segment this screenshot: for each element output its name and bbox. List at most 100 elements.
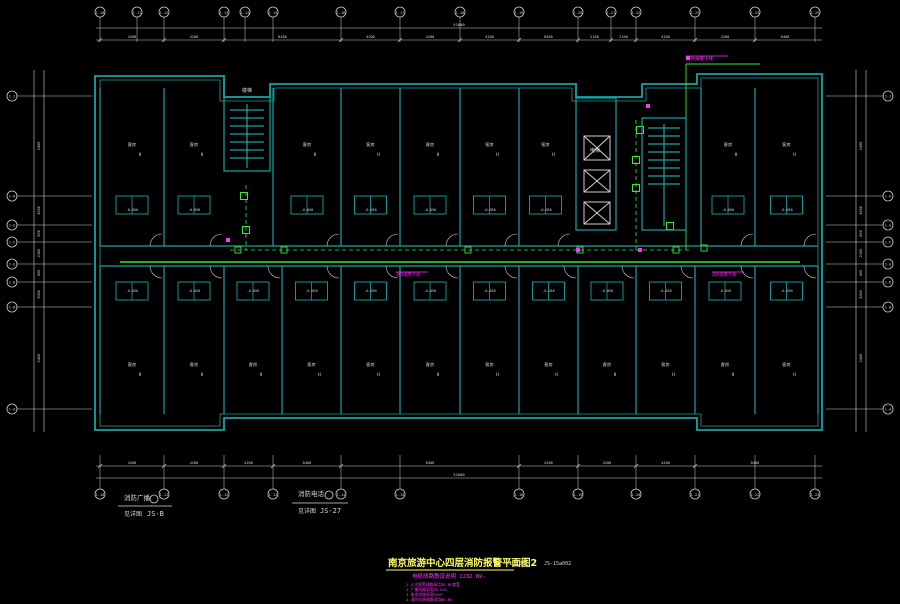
floor-elev-top: -0.050 xyxy=(780,208,792,212)
dim-right-seg: 3000 xyxy=(859,206,863,215)
door-swing-bottom xyxy=(445,265,459,279)
room-label-bottom: 客房 xyxy=(544,361,552,368)
axis-label-top: 1-12 xyxy=(160,11,169,15)
alarm-marker xyxy=(226,238,230,242)
dim-bottom-seg: 4200 xyxy=(190,461,199,465)
floor-elev-top: -0.050 xyxy=(539,208,551,212)
floor-elev-bottom: -0.050 xyxy=(305,289,317,293)
axis-label-bottom: 1-13 xyxy=(269,493,278,497)
core-left-stair xyxy=(223,96,271,172)
dim-right-seg: 2100 xyxy=(859,249,863,258)
dim-left-seg: 3000 xyxy=(37,290,41,299)
room-label-top: 客房 xyxy=(782,141,790,148)
fire-module xyxy=(632,156,640,164)
section-ref-left-code: JS-B xyxy=(147,510,164,518)
fire-module xyxy=(632,184,640,192)
dim-top-seg: 2100 xyxy=(590,35,599,39)
floor-elev-top: -0.050 xyxy=(722,208,734,212)
detector-tag-bottom: H xyxy=(793,372,796,377)
floor-elev-bottom: -0.050 xyxy=(364,289,376,293)
dim-top-seg: 8400 xyxy=(781,35,790,39)
drawing-note-4: 4.消防电源线路采用NH-BV xyxy=(406,597,453,602)
section-ref-left-note: 见详图 xyxy=(124,510,142,518)
door-swing-bottom xyxy=(267,265,281,279)
room-label-top: 客房 xyxy=(190,141,198,148)
axis-label-top: 1-22 xyxy=(632,11,641,15)
drawing-note-2: 2.广播线路采用ZR-RVS xyxy=(406,587,448,592)
door-swing-bottom xyxy=(385,265,399,279)
floor-elev-top: -0.050 xyxy=(483,208,495,212)
dim-top-seg: 4200 xyxy=(485,35,494,39)
detector-tag-top: H xyxy=(314,152,317,157)
axis-label-top: 1-13 xyxy=(220,11,229,15)
alarm-marker xyxy=(646,104,650,108)
drawing-note-3: 3.电话线路采用RVVP xyxy=(406,592,443,597)
drawing-note-1: 1.火灾报警线路采用ZR-BV穿管 xyxy=(406,582,460,587)
axis-label-bottom: 1-11 xyxy=(160,493,169,497)
stair-label-left: 楼梯 xyxy=(242,87,252,94)
room-label-top: 客房 xyxy=(724,141,732,148)
axis-label-left: 1-G xyxy=(9,224,16,228)
room-layer: 客房H-0.050客房H-0.050客房H-0.050客房H-0.050客房H-… xyxy=(99,88,819,414)
alarm-marker xyxy=(686,56,690,60)
door-swing-bottom xyxy=(326,265,340,279)
door-swing-bottom xyxy=(740,265,754,279)
axis-label-right: 1-D xyxy=(885,281,892,285)
door-swing-bottom xyxy=(149,265,163,279)
axis-label-bottom: 1-10 xyxy=(96,493,105,497)
elevator-label: 电梯 xyxy=(590,147,600,154)
axis-label-left: 1-D xyxy=(9,281,16,285)
axis-label-left: 1-A xyxy=(9,408,16,412)
riser-tag-corridor-2: 消防报警干线 xyxy=(712,271,736,277)
axis-label-bottom: 1-14 xyxy=(337,493,346,497)
axis-label-top: 1-20 xyxy=(574,11,583,15)
dim-left-seg: 600 xyxy=(37,270,41,277)
axis-label-bottom: 1-20 xyxy=(632,493,641,497)
floor-elev-bottom: -0.050 xyxy=(188,289,200,293)
door-swing-top xyxy=(740,233,754,247)
door-swing-top xyxy=(504,233,518,247)
detector-tag-bottom: H xyxy=(377,372,380,377)
detector-tag-bottom: H xyxy=(437,372,440,377)
room-label-top: 客房 xyxy=(366,141,374,148)
dim-left-seg: 2400 xyxy=(37,142,41,151)
core-right-stair xyxy=(641,117,687,231)
detector-tag-bottom: H xyxy=(201,372,204,377)
floor-elev-bottom: -0.050 xyxy=(659,289,671,293)
axis-label-right: 1-F xyxy=(885,241,892,245)
room-label-top: 客房 xyxy=(541,141,549,148)
detector-tag-bottom: H xyxy=(732,372,735,377)
room-label-bottom: 客房 xyxy=(782,361,790,368)
floor-elev-top: -0.050 xyxy=(301,208,313,212)
axis-label-top: 1-18 xyxy=(456,11,465,15)
door-swing-bottom xyxy=(563,265,577,279)
room-label-bottom: 客房 xyxy=(366,361,374,368)
door-swing-top xyxy=(326,233,340,247)
dim-bottom-seg: 4200 xyxy=(544,461,553,465)
door-swing-bottom xyxy=(209,265,223,279)
room-label-bottom: 客房 xyxy=(721,361,729,368)
core-elevators xyxy=(575,97,617,231)
door-swing-top xyxy=(385,233,399,247)
dim-top-seg: 4200 xyxy=(128,35,137,39)
dim-top-seg: 4200 xyxy=(661,35,670,39)
room-label-bottom: 客房 xyxy=(249,361,257,368)
axis-label-top: 1-15 xyxy=(269,11,278,15)
axis-label-bottom: 1-22 xyxy=(751,493,760,497)
alarm-marker xyxy=(638,248,642,252)
axis-label-bottom: 1-16 xyxy=(515,493,524,497)
riser-tag: 消防报警干线 xyxy=(686,55,713,62)
detector-tag-top: H xyxy=(735,152,738,157)
axis-label-right: 1-A xyxy=(885,408,892,412)
detector-tag-bottom: H xyxy=(672,372,675,377)
dim-right-seg: 3000 xyxy=(859,290,863,299)
dim-bottom-seg: 4200 xyxy=(244,461,253,465)
axis-label-right: 1-H xyxy=(885,195,892,199)
axis-label-top: 1-16 xyxy=(337,11,346,15)
dim-right-seg: 600 xyxy=(859,270,863,277)
dim-top-seg: 8400 xyxy=(544,35,553,39)
section-ref-mid-code: JS-27 xyxy=(320,507,341,515)
fire-module xyxy=(242,226,250,234)
axis-label-bottom: 1-15 xyxy=(396,493,405,497)
